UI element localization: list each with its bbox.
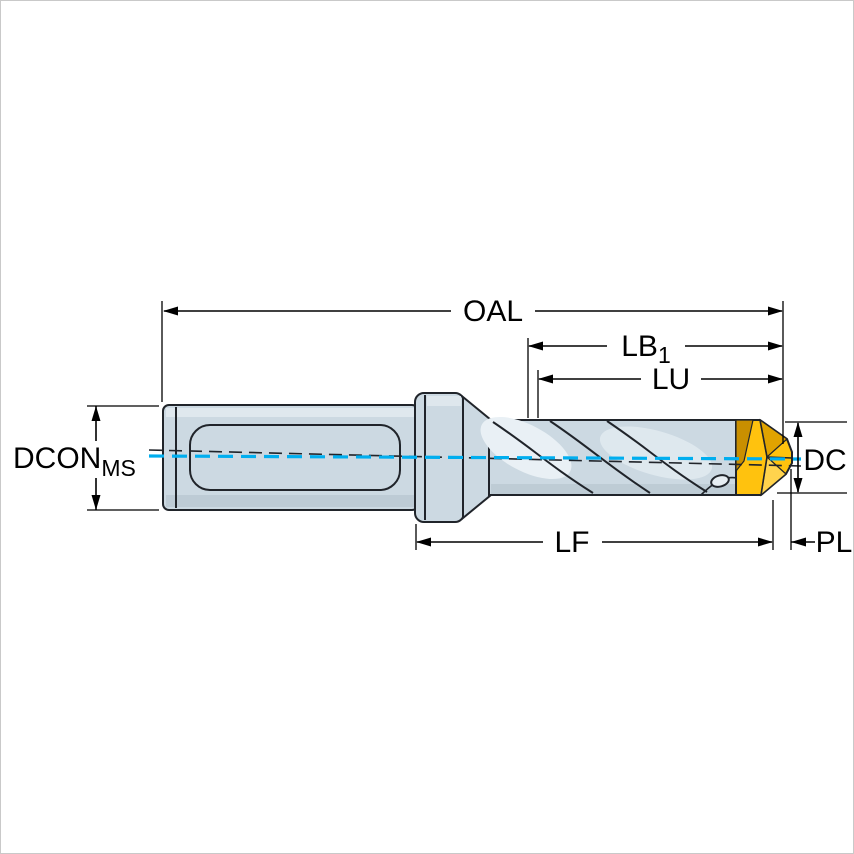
flute-helix-line-3 — [606, 420, 708, 493]
label-dcon-main: DCON — [13, 442, 101, 475]
arrow-lf-left — [416, 537, 431, 547]
collar-top-sheen — [427, 396, 461, 406]
insert-flute-gash — [735, 419, 754, 473]
body-bottom-shade — [491, 484, 739, 494]
label-dcon: DCONMS — [13, 442, 136, 481]
label-lb1: LB1 — [621, 330, 671, 368]
axis-centerline-cyan — [148, 454, 802, 461]
dimension-labels: OAL LB1 LU LF PL DC DCONMS — [13, 295, 852, 559]
arrow-pl — [791, 537, 806, 547]
label-dcon-subscript: MS — [101, 455, 136, 481]
centerlines — [148, 449, 802, 467]
arrow-oal-right — [768, 306, 783, 316]
drill — [148, 392, 802, 523]
arrow-dc-top — [793, 422, 803, 437]
arrow-oal-left — [163, 306, 178, 316]
shank-ground-flat-outline — [189, 424, 401, 491]
extension-lines — [87, 301, 847, 550]
flute-highlight-right — [599, 426, 713, 480]
arrow-dcon-top — [91, 406, 101, 421]
arrow-dc-bottom — [793, 478, 803, 493]
arrow-dcon-bottom — [91, 495, 101, 510]
arrow-lb1-right — [768, 341, 783, 351]
label-dc: DC — [803, 444, 846, 477]
flute-helix-line-2 — [549, 420, 651, 494]
label-pl: PL — [816, 526, 853, 559]
arrow-lu-left — [538, 374, 553, 384]
arrow-lb1-left — [528, 341, 543, 351]
shank-top-sheen — [166, 408, 415, 417]
drill-insert-tip — [735, 418, 793, 497]
dimension-arrows — [91, 306, 806, 547]
arrow-lf-right — [758, 537, 773, 547]
arrow-lu-right — [768, 374, 783, 384]
label-oal: OAL — [463, 295, 523, 328]
label-lf: LF — [554, 526, 589, 559]
label-lb1-subscript: 1 — [658, 342, 671, 368]
label-lu: LU — [652, 363, 690, 396]
dimensions: OAL LB1 LU LF PL DC DCONMS — [13, 295, 852, 559]
coolant-hole — [710, 474, 730, 488]
drill-fluted-body — [480, 416, 742, 496]
shank-bottom-shade — [166, 495, 415, 507]
label-lb1-main: LB — [621, 330, 658, 363]
